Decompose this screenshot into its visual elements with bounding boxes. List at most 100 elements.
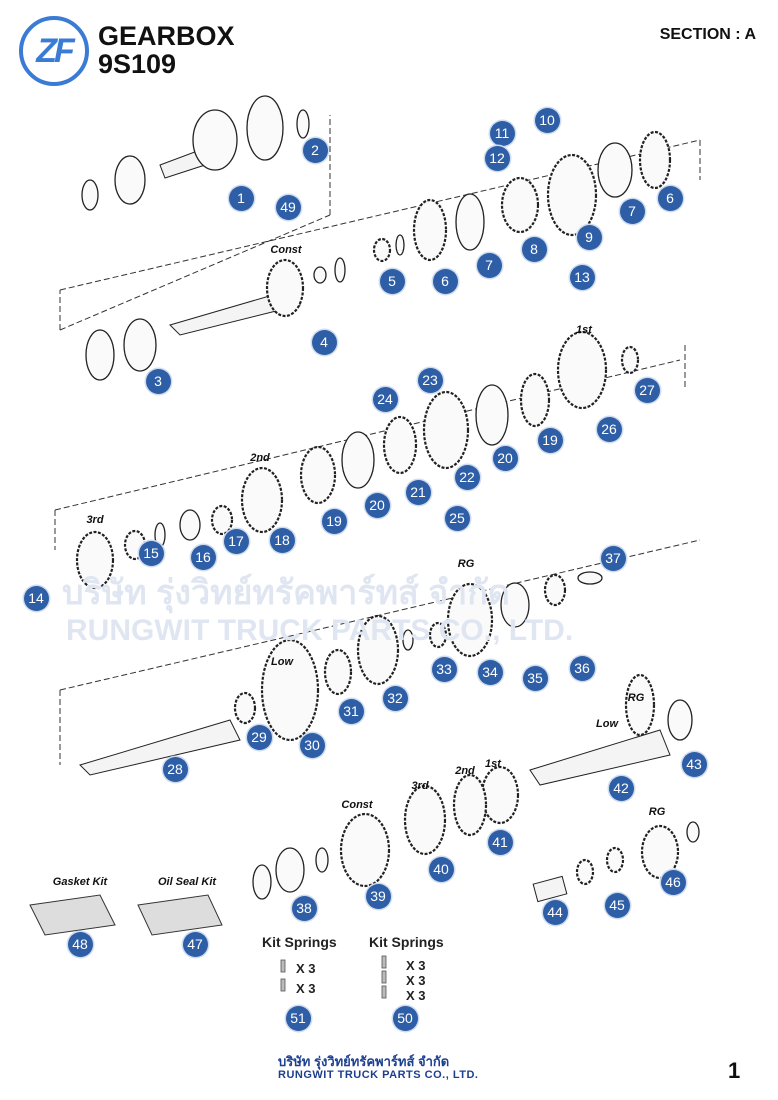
part-callout-33[interactable]: 33 [431,656,457,682]
part-callout-47[interactable]: 47 [182,931,208,957]
ring-part [341,431,375,489]
countershaft [529,729,671,786]
ring-part [114,155,146,205]
part-callout-25[interactable]: 25 [444,505,470,531]
part-callout-7[interactable]: 7 [476,252,502,278]
part-callout-30[interactable]: 30 [299,732,325,758]
ring-part [402,629,414,651]
part-callout-15[interactable]: 15 [138,540,164,566]
part-callout-3[interactable]: 3 [145,368,171,394]
oil-seal-kit-image [137,894,223,936]
part-callout-10[interactable]: 10 [534,107,560,133]
part-callout-32[interactable]: 32 [382,685,408,711]
part-callout-16[interactable]: 16 [190,544,216,570]
ring-part [296,109,310,139]
part-group-label: 1st [485,758,501,770]
ring-part [597,142,633,198]
gear [556,330,608,410]
part-callout-11[interactable]: 11 [489,120,515,146]
part-callout-5[interactable]: 5 [379,268,405,294]
gear [323,648,353,696]
gear [210,504,234,536]
part-callout-24[interactable]: 24 [372,386,398,412]
part-callout-4[interactable]: 4 [311,329,337,355]
part-callout-17[interactable]: 17 [223,528,249,554]
part-callout-19[interactable]: 19 [537,427,563,453]
part-callout-42[interactable]: 42 [608,775,634,801]
part-callout-46[interactable]: 46 [660,869,686,895]
part-callout-37[interactable]: 37 [600,545,626,571]
part-callout-13[interactable]: 13 [569,264,595,290]
part-callout-22[interactable]: 22 [454,464,480,490]
kit-51-qty: X 3 [296,961,316,976]
footer-company-thai: บริษัท รุ่งวิทย์ทรัคพาร์ทส์ จำกัด [278,1054,450,1069]
part-callout-7[interactable]: 7 [619,198,645,224]
input-shaft [169,289,301,336]
group-boundary-line [59,214,331,331]
part-callout-6[interactable]: 6 [432,268,458,294]
gear [620,345,640,375]
part-callout-6[interactable]: 6 [657,185,683,211]
gear [480,765,520,825]
group-boundary-line [59,139,701,291]
spring-icon [280,978,286,992]
gear [233,691,257,725]
part-callout-20[interactable]: 20 [492,445,518,471]
part-callout-8[interactable]: 8 [521,236,547,262]
part-callout-29[interactable]: 29 [246,724,272,750]
title-gearbox: GEARBOX [98,21,235,51]
part-callout-41[interactable]: 41 [487,829,513,855]
ring-part [85,329,115,381]
gear [339,812,391,888]
ring-part [475,384,509,446]
part-callout-43[interactable]: 43 [681,751,707,777]
part-group-label: Const [270,244,302,256]
part-callout-9[interactable]: 9 [576,224,602,250]
part-callout-34[interactable]: 34 [477,659,503,685]
part-callout-28[interactable]: 28 [162,756,188,782]
ring-part [315,847,329,873]
part-callout-35[interactable]: 35 [522,665,548,691]
part-callout-39[interactable]: 39 [365,883,391,909]
ring-part [275,847,305,893]
ring-part [686,821,700,843]
gear [546,153,598,237]
part-callout-2[interactable]: 2 [302,137,328,163]
part-callout-49[interactable]: 49 [275,194,301,220]
part-callout-48[interactable]: 48 [67,931,93,957]
gear [75,530,115,590]
part-callout-1[interactable]: 1 [228,185,254,211]
ring-part [455,193,485,251]
part-callout-44[interactable]: 44 [542,899,568,925]
part-callout-45[interactable]: 45 [604,892,630,918]
ring-part [179,509,201,541]
gear [382,415,418,475]
spring-icon [381,955,387,969]
part-callout-27[interactable]: 27 [634,377,660,403]
gear [356,614,400,686]
part-callout-31[interactable]: 31 [338,698,364,724]
kit-springs-51-title: Kit Springs [262,934,337,950]
part-callout-14[interactable]: 14 [23,585,49,611]
part-callout-51[interactable]: 51 [285,1005,311,1031]
main-shaft [79,719,241,776]
gear [575,858,595,886]
part-callout-12[interactable]: 12 [484,145,510,171]
part-callout-50[interactable]: 50 [392,1005,418,1031]
gear [240,466,284,534]
part-callout-23[interactable]: 23 [417,367,443,393]
gear [640,824,680,880]
part-callout-38[interactable]: 38 [291,895,317,921]
ring-part [313,266,327,284]
part-callout-19[interactable]: 19 [321,508,347,534]
part-group-label: 3rd [411,780,429,792]
part-callout-36[interactable]: 36 [569,655,595,681]
spring-icon [381,985,387,999]
part-callout-40[interactable]: 40 [428,856,454,882]
part-callout-18[interactable]: 18 [269,527,295,553]
part-callout-21[interactable]: 21 [405,479,431,505]
gear [422,390,470,470]
part-callout-26[interactable]: 26 [596,416,622,442]
gear [543,573,567,607]
part-callout-20[interactable]: 20 [364,492,390,518]
